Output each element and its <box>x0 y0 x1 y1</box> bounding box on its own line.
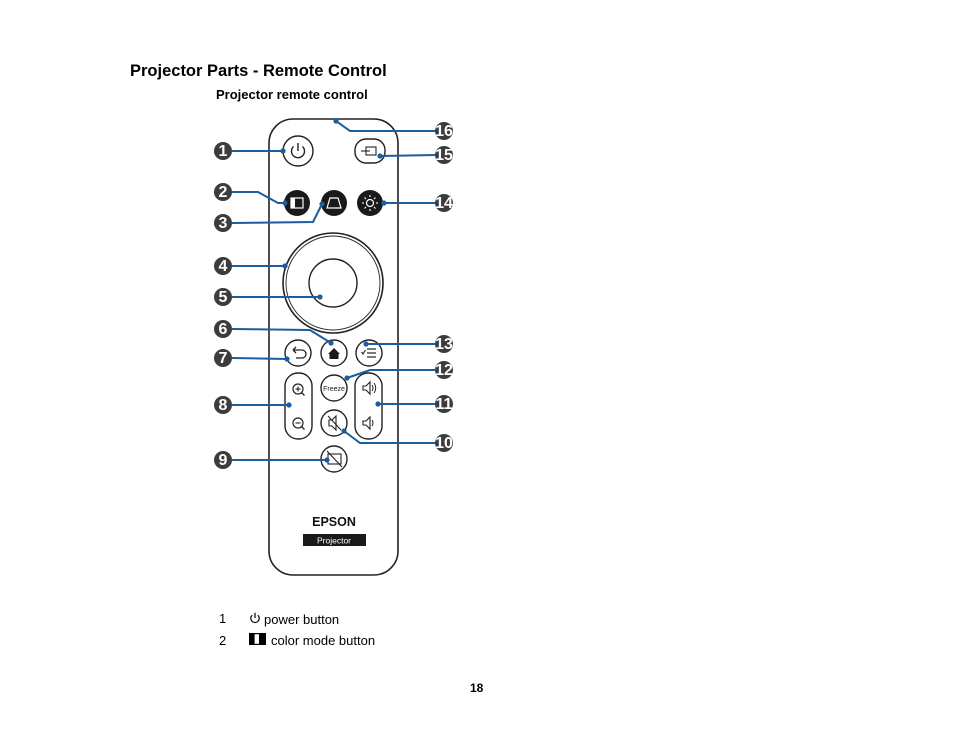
color-mode-button <box>284 190 310 216</box>
callout-6: 6 <box>214 320 232 338</box>
leader-line-15 <box>379 154 436 157</box>
brand-logo: EPSON <box>312 515 356 529</box>
leader-line-3 <box>231 203 323 224</box>
page-number: 18 <box>470 681 484 695</box>
svg-text:12: 12 <box>435 362 453 379</box>
svg-text:7: 7 <box>219 350 228 367</box>
home-button <box>320 339 348 367</box>
page-title: Projector Parts - Remote Control <box>130 62 387 80</box>
callout-15: 15 <box>435 146 453 164</box>
callout-12: 12 <box>435 361 453 379</box>
enter-button <box>308 258 358 308</box>
leader-line-10 <box>343 430 435 444</box>
source-button <box>354 138 386 164</box>
callout-7: 7 <box>214 349 232 367</box>
leader-line-7 <box>231 357 288 360</box>
svg-text:5: 5 <box>219 289 228 306</box>
model-label: Projector <box>317 536 351 546</box>
keystone-button <box>321 190 347 216</box>
legend-text-1: power button <box>264 612 340 627</box>
callout-11: 11 <box>435 395 453 413</box>
svg-text:3: 3 <box>219 215 228 232</box>
callout-9: 9 <box>214 451 232 469</box>
callout-10: 10 <box>435 434 453 452</box>
leader-line-2 <box>232 191 285 204</box>
svg-text:2: 2 <box>219 184 228 201</box>
callout-16: 16 <box>435 122 453 140</box>
brightness-button <box>357 190 383 216</box>
callout-1: 1 <box>214 142 232 160</box>
power-button <box>282 135 314 167</box>
freeze-button: Freeze <box>320 374 348 402</box>
legend-number-2: 2 <box>219 633 227 648</box>
volume-rocker <box>354 372 383 440</box>
callout-5: 5 <box>214 288 232 306</box>
callout-2: 2 <box>214 183 232 201</box>
svg-text:13: 13 <box>435 336 453 353</box>
callout-8: 8 <box>214 396 232 414</box>
svg-text:10: 10 <box>435 435 453 452</box>
svg-text:6: 6 <box>219 321 228 338</box>
leader-line-16 <box>335 120 435 132</box>
leader-lines <box>231 120 436 461</box>
leader-dots <box>280 118 387 463</box>
zoom-rocker <box>284 372 313 440</box>
callout-13: 13 <box>435 335 453 353</box>
callout-14: 14 <box>435 194 453 212</box>
callout-3: 3 <box>214 214 232 232</box>
callouts: 1 2 3 4 5 6 7 8 9 10 11 12 13 14 15 16 <box>214 122 453 469</box>
mute-button <box>320 409 348 437</box>
svg-text:9: 9 <box>219 452 228 469</box>
back-button <box>284 339 312 367</box>
svg-text:15: 15 <box>435 147 453 164</box>
model-label-background <box>303 534 366 546</box>
svg-text:11: 11 <box>436 396 453 413</box>
freeze-label: Freeze <box>323 386 345 393</box>
leader-line-12 <box>346 369 435 379</box>
legend-number-1: 1 <box>219 611 227 626</box>
svg-text:4: 4 <box>219 258 228 275</box>
power-icon <box>250 612 260 624</box>
menu-button <box>355 339 383 367</box>
svg-text:8: 8 <box>219 397 228 414</box>
svg-text:14: 14 <box>435 195 453 212</box>
color-mode-icon <box>249 633 266 645</box>
figure-caption: Projector remote control <box>216 87 368 102</box>
callout-4: 4 <box>214 257 232 275</box>
legend-text-2: color mode button <box>271 633 376 648</box>
leader-line-6 <box>231 328 332 344</box>
svg-text:1: 1 <box>219 143 228 160</box>
svg-text:16: 16 <box>435 123 453 140</box>
